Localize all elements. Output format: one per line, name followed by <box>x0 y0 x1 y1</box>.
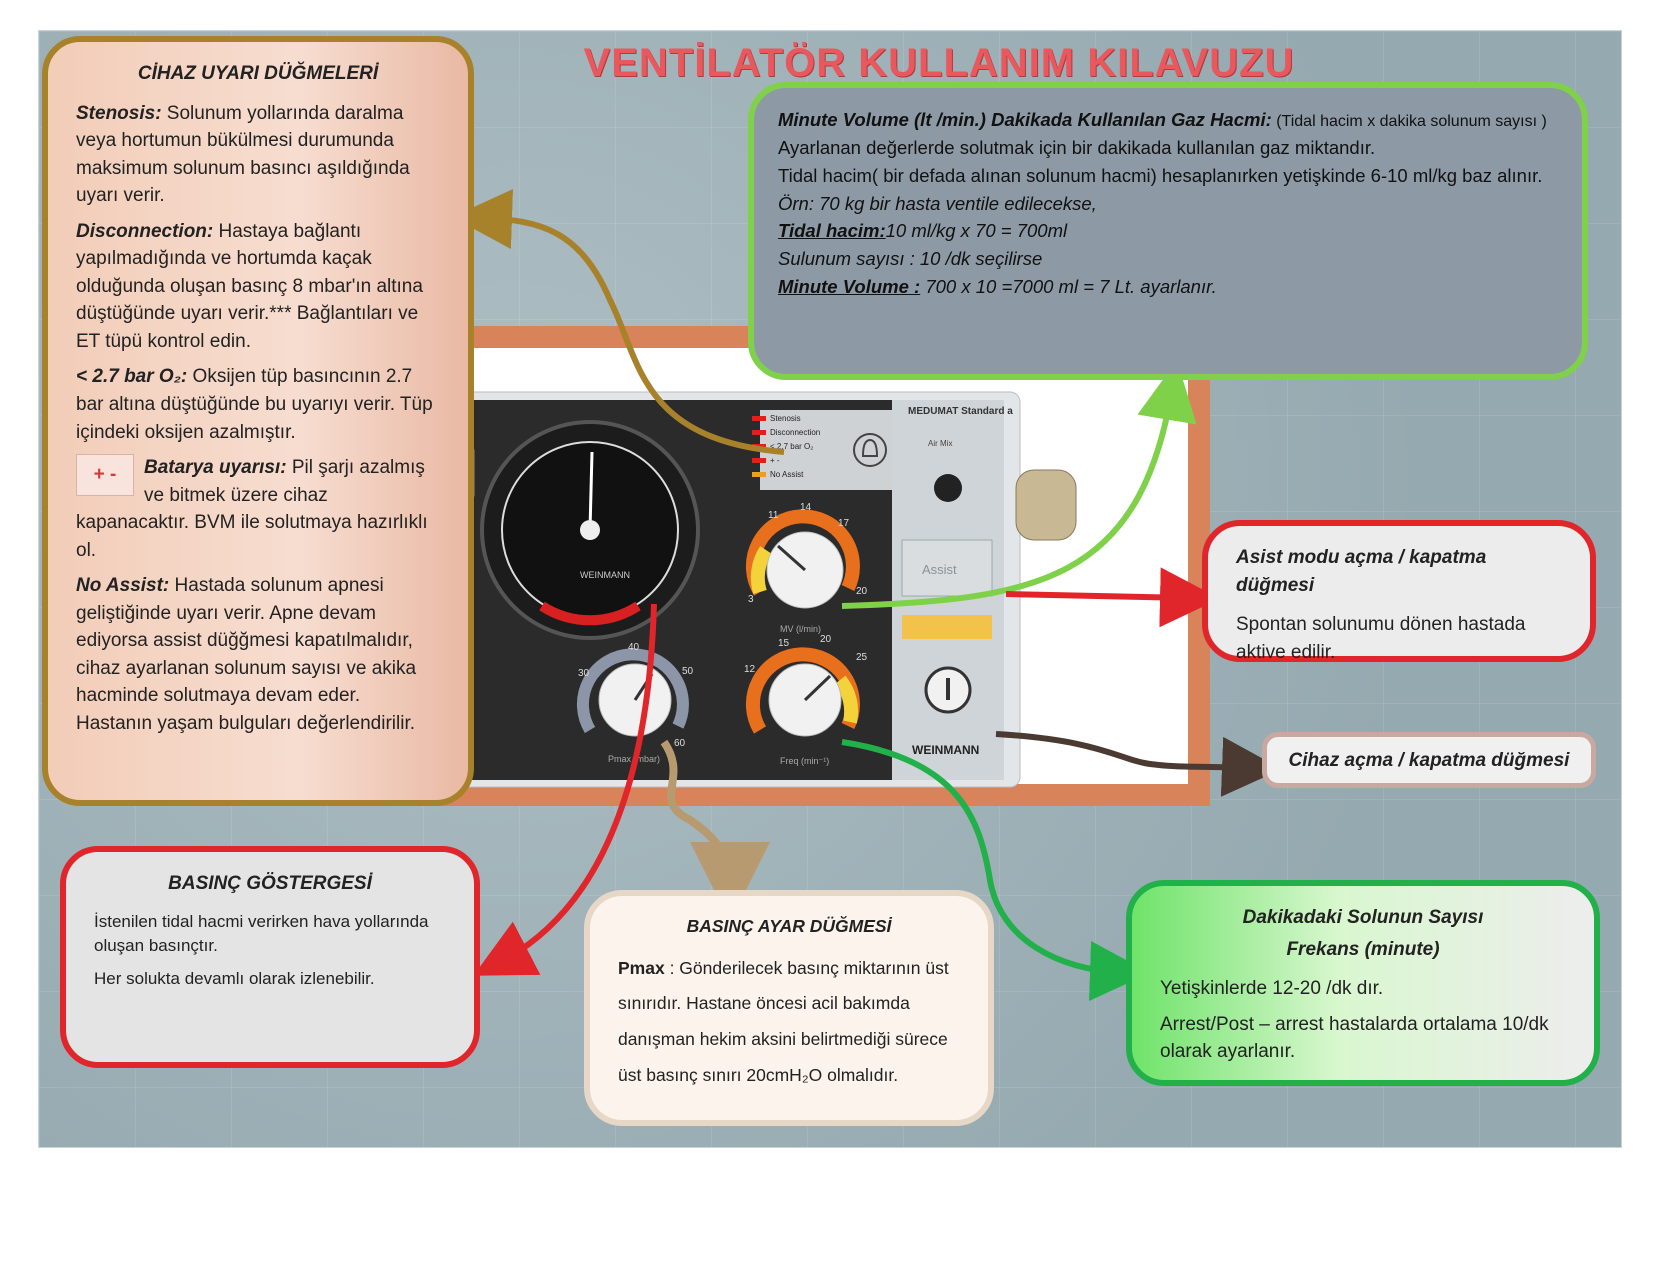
minute-term-line: Minute Volume (lt /min.) Dakikada Kullan… <box>778 106 1558 134</box>
gauge-line1: İstenilen tidal hacmi verirken hava yoll… <box>94 911 429 956</box>
freq-line1: Yetişkinlerde 12-20 /dk dır. <box>1160 978 1384 1000</box>
alarm-bell-icon <box>853 433 887 467</box>
pmax-text: : Gönderilecek basınç miktarının üst sın… <box>618 957 949 1086</box>
arrow-alarm <box>452 189 785 455</box>
pmax-tick-3: 50 <box>682 666 694 677</box>
alarm-label-4: No Assist <box>770 470 804 479</box>
disconnection-term: Disconnection: <box>76 220 214 242</box>
power-button-box: Cihaz açma / kapatma düğmesi <box>1262 732 1596 788</box>
assist-mode-box: Asist modu açma / kapatma düğmesi Sponta… <box>1202 520 1596 663</box>
assist-text: Spontan solunumu dönen hastada aktive ed… <box>1236 614 1526 663</box>
assist-button <box>901 539 993 597</box>
power-heading: Cihaz açma / kapatma düğmesi <box>1288 750 1570 771</box>
minute-term-note: (Tidal hacim x dakika solunum sayısı ) <box>1271 113 1547 130</box>
gauge-line2: Her solukta devamlı olarak izlenebilir. <box>94 968 375 988</box>
disconnection-paragraph: Disconnection: Hastaya bağlantı yapılmad… <box>76 218 440 356</box>
minute-example: Örn: 70 kg bir hasta ventile edilecekse, <box>778 192 1097 214</box>
mv-value: 700 x 10 =7000 ml = 7 Lt. ayarlanır. <box>920 275 1217 297</box>
arrow-assist <box>1005 567 1220 628</box>
air-mix-switch <box>934 474 962 502</box>
page-title: VENTİLATÖR KULLANIM KILAVUZU <box>583 41 1295 85</box>
freq-label: Freq (min⁻¹) <box>780 756 829 766</box>
freq-line2: Arrest/Post – arrest hastalarda ortalama… <box>1160 1013 1549 1063</box>
minute-rate: Sulunum sayısı : 10 /dk seçilirse <box>778 248 1043 269</box>
minute-line2: Tidal hacim( bir defada alınan solunum h… <box>778 164 1543 186</box>
mv-tick-7: 20 <box>856 586 868 597</box>
battery-icon: + - <box>76 454 134 497</box>
noassist-text: Hastada solunum apnesi geliştiğinde uyar… <box>76 575 417 735</box>
alarm-label-3: + - <box>770 456 780 465</box>
freq-tick-4: 15 <box>778 638 790 649</box>
pmax-tick-4: 60 <box>674 738 686 749</box>
assist-label: Assist <box>922 562 957 577</box>
stenosis-term: Stenosis: <box>76 102 162 124</box>
mv-tick-0: 3 <box>748 594 754 605</box>
alarm-box-heading: CİHAZ UYARI DÜĞMELERİ <box>137 63 379 84</box>
minute-line1: Ayarlanan değerlerde solutmak için bir d… <box>778 137 1376 158</box>
pmax-heading: BASINÇ AYAR DÜĞMESİ <box>686 916 892 936</box>
arrow-minute <box>841 360 1197 609</box>
minute-mv: Minute Volume : 700 x 10 =7000 ml = 7 Lt… <box>778 273 1558 301</box>
pmax-term: Pmax <box>618 957 665 978</box>
mv-tick-4: 11 <box>768 510 779 521</box>
stenosis-text: Solunum yollarında daralma veya hortumun… <box>76 102 410 207</box>
minute-volume-box: Minute Volume (lt /min.) Dakikada Kullan… <box>748 82 1588 380</box>
mv-term: Minute Volume : <box>778 275 921 297</box>
o2-term: < 2.7 bar O₂: <box>76 366 188 388</box>
frequency-box: Dakikadaki Solunun Sayısı Frekans (minut… <box>1126 880 1600 1086</box>
disconnection-text: Hastaya bağlantı yapılmadığında ve hortu… <box>76 220 423 352</box>
pressure-setting-box: BASINÇ AYAR DÜĞMESİ Pmax : Gönderilecek … <box>584 890 994 1126</box>
mv-tick-6: 17 <box>838 518 850 529</box>
freq-heading2: Frekans (minute) <box>1286 938 1440 960</box>
battery-text: Pil şarjı azalmış ve bitmek üzere cihaz … <box>76 457 428 561</box>
air-mix-label: Air Mix <box>928 439 952 448</box>
tidal-value: 10 ml/kg x 70 = 700ml <box>885 220 1068 242</box>
arrow-pmax <box>660 739 770 922</box>
mv-tick-5: 14 <box>800 502 812 513</box>
maker-label: WEINMANN <box>912 743 979 757</box>
freq-tick-5: 20 <box>820 634 832 645</box>
o2-paragraph: < 2.7 bar O₂: Oksijen tüp basıncının 2.7… <box>76 363 440 446</box>
freq-heading1: Dakikadaki Solunun Sayısı <box>1242 907 1484 928</box>
alarm-label-2: < 2.7 bar O₂ <box>770 442 813 451</box>
stenosis-paragraph: Stenosis: Solunum yollarında daralma vey… <box>76 100 440 210</box>
pmax-paragraph: Pmax : Gönderilecek basınç miktarının üs… <box>618 951 960 1095</box>
freq-tick-6: 25 <box>856 652 868 663</box>
gauge-heading: BASINÇ GÖSTERGESİ <box>168 873 372 894</box>
pressure-gauge-box: BASINÇ GÖSTERGESİ İstenilen tidal hacmi … <box>60 846 480 1068</box>
noassist-paragraph: No Assist: Hastada solunum apnesi gelişt… <box>76 572 440 737</box>
battery-term: Batarya uyarısı: <box>144 457 287 479</box>
assist-heading: Asist modu açma / kapatma düğmesi <box>1236 547 1487 596</box>
alarm-label-0: Stenosis <box>770 414 801 423</box>
pmax-tick-1: 30 <box>578 668 590 679</box>
o2-text: Oksijen tüp basıncının 2.7 bar altına dü… <box>76 366 433 443</box>
battery-paragraph: + - Batarya uyarısı: Pil şarjı azalmış ve… <box>76 454 440 564</box>
minute-term: Minute Volume (lt /min.) Dakikada Kullan… <box>778 109 1272 130</box>
mv-label: MV (l/min) <box>780 624 821 634</box>
ventilator-device: WEINMANN Stenosis Disconnection < 2.7 ba… <box>460 391 1077 788</box>
arrow-power <box>995 731 1282 797</box>
arrow-freq <box>841 739 1150 1001</box>
arrow-gauge <box>473 603 657 976</box>
minute-tidal: Tidal hacim:10 ml/kg x 70 = 700ml <box>778 217 1558 245</box>
tidal-term: Tidal hacim: <box>778 220 886 242</box>
freq-tick-3: 12 <box>744 664 756 675</box>
pmax-tick-2: 40 <box>628 642 640 653</box>
gauge-maker-label: WEINMANN <box>580 570 630 580</box>
noassist-term: No Assist: <box>76 575 170 597</box>
alarm-buttons-box: CİHAZ UYARI DÜĞMELERİ Stenosis: Solunum … <box>42 36 474 806</box>
alarm-label-1: Disconnection <box>770 428 820 437</box>
device-brand: MEDUMAT Standard a <box>908 406 1013 417</box>
